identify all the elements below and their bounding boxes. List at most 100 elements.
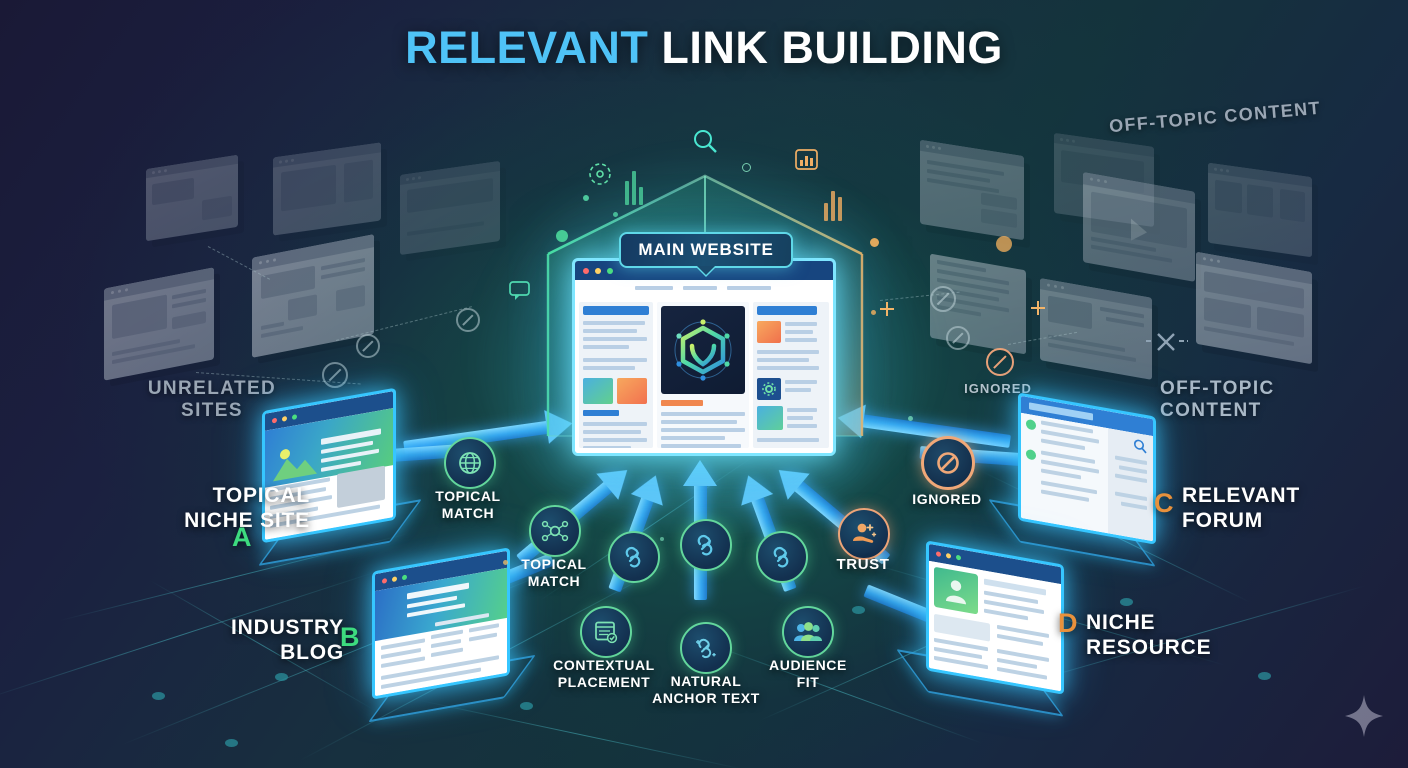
off-topic-card <box>1196 251 1312 365</box>
browser-window <box>262 387 396 544</box>
blocked-icon <box>930 286 956 312</box>
contextual-placement-node[interactable] <box>580 606 632 658</box>
title-accent-word: RELEVANT <box>405 22 649 73</box>
natural-anchor-text-label: NATURAL ANCHOR TEXT <box>652 673 760 706</box>
analytics-decor-icon <box>795 149 818 170</box>
marker-b: B <box>340 622 360 652</box>
ghost-body <box>152 170 232 234</box>
sparkle-icon <box>1345 695 1383 737</box>
ignored-small-label: IGNORED <box>964 381 1032 396</box>
main-website-window[interactable] <box>572 258 836 456</box>
decor-dot <box>556 230 568 242</box>
blocked-icon <box>356 334 380 358</box>
niche-resource-card[interactable] <box>896 540 1064 717</box>
ghost-body <box>1215 179 1305 250</box>
link-node-right[interactable] <box>756 531 808 583</box>
unrelated-sites-label: UNRELATED SITES <box>147 378 277 421</box>
left-column <box>579 302 653 448</box>
topical-match-globe-node[interactable] <box>444 437 496 489</box>
topical-match-network-node[interactable] <box>529 505 581 557</box>
marker-a: A <box>232 522 252 552</box>
industry-blog-label: INDUSTRY BLOG <box>231 616 344 664</box>
window-body <box>929 560 1061 692</box>
trust-label: TRUST <box>836 556 890 573</box>
topical-niche-site-label: TOPICAL NICHE SITE <box>184 484 310 532</box>
audience-fit-node[interactable] <box>782 606 834 658</box>
right-column <box>753 302 829 448</box>
trust-node[interactable] <box>838 508 890 560</box>
window-body <box>265 408 393 540</box>
avatar-icon <box>946 580 966 605</box>
main-website-badge: MAIN WEBSITE <box>619 232 793 268</box>
chain-link-icon <box>773 546 789 568</box>
off-topic-card <box>1040 278 1152 380</box>
ghost-body <box>407 177 493 248</box>
decor-dot <box>996 236 1012 252</box>
ghost-body <box>1204 271 1304 356</box>
unrelated-site-card <box>273 142 381 236</box>
ghost-body <box>260 256 366 348</box>
gear-icon <box>762 382 776 396</box>
user-dot-icon <box>1026 449 1036 460</box>
search-icon[interactable] <box>1133 438 1147 454</box>
document-check-icon <box>595 621 618 644</box>
browser-window <box>1018 392 1156 545</box>
link-sparkle-icon <box>696 638 716 659</box>
people-icon <box>794 622 822 641</box>
plus-decor-icon <box>1031 301 1045 315</box>
ignored-badge <box>921 436 975 490</box>
plus-decor-icon <box>880 302 894 316</box>
decor-dot <box>660 537 664 541</box>
marker-d: D <box>1058 608 1078 638</box>
ghost-body <box>1090 191 1188 274</box>
target-decor-icon <box>589 163 611 185</box>
chain-link-icon <box>697 534 713 556</box>
marker-c: C <box>1154 488 1174 518</box>
topical-match-globe-label: TOPICAL MATCH <box>435 488 501 521</box>
decor-dot <box>583 195 589 201</box>
window-body <box>375 567 507 697</box>
blocked-icon <box>946 326 970 350</box>
decor-dot <box>503 560 508 565</box>
relevant-forum-card[interactable] <box>988 392 1156 567</box>
unrelated-site-card <box>146 154 238 242</box>
off-topic-card <box>1208 162 1312 258</box>
browser-window <box>372 547 510 700</box>
blocked-icon <box>456 308 480 332</box>
off-topic-top-label: OFF-TOPIC CONTENT <box>1108 97 1322 137</box>
topical-niche-site-card[interactable] <box>258 387 422 566</box>
blocked-icon <box>322 362 348 388</box>
contextual-placement-label: CONTEXTUAL PLACEMENT <box>553 657 655 690</box>
chat-decor-icon <box>509 281 530 300</box>
audience-fit-label: AUDIENCE FIT <box>769 657 847 690</box>
off-topic-video-card <box>1083 172 1195 282</box>
browser-window <box>926 540 1064 695</box>
globe-icon <box>459 452 481 474</box>
main-website-badge-label: MAIN WEBSITE <box>638 240 774 259</box>
title-rest: LINK BUILDING <box>661 22 1003 73</box>
relevant-forum-label: RELEVANT FORUM <box>1182 484 1301 532</box>
off-topic-card <box>920 139 1024 241</box>
link-node-center[interactable] <box>680 519 732 571</box>
decor-dot <box>871 310 876 315</box>
niche-resource-label: NICHE RESOURCE <box>1086 611 1212 659</box>
brand-logo-icon <box>674 319 732 381</box>
decor-dot <box>908 416 913 421</box>
chain-link-icon <box>625 546 641 568</box>
prohibition-icon <box>937 452 959 474</box>
page-title: RELEVANT LINK BUILDING <box>0 22 1408 74</box>
window-body <box>1021 412 1153 542</box>
ignored-badge-label: IGNORED <box>912 491 982 507</box>
play-icon <box>1131 218 1147 244</box>
user-dot-icon <box>1026 419 1036 430</box>
topical-match-network-label: TOPICAL MATCH <box>521 556 587 589</box>
natural-anchor-text-node[interactable] <box>680 622 732 674</box>
handshake-icon <box>853 523 877 543</box>
decor-dot <box>870 238 879 247</box>
link-node-left[interactable] <box>608 531 660 583</box>
bar-chart-decor <box>625 165 643 205</box>
settings-tile <box>757 378 781 400</box>
window-body <box>575 280 833 453</box>
industry-blog-card[interactable] <box>368 547 536 723</box>
